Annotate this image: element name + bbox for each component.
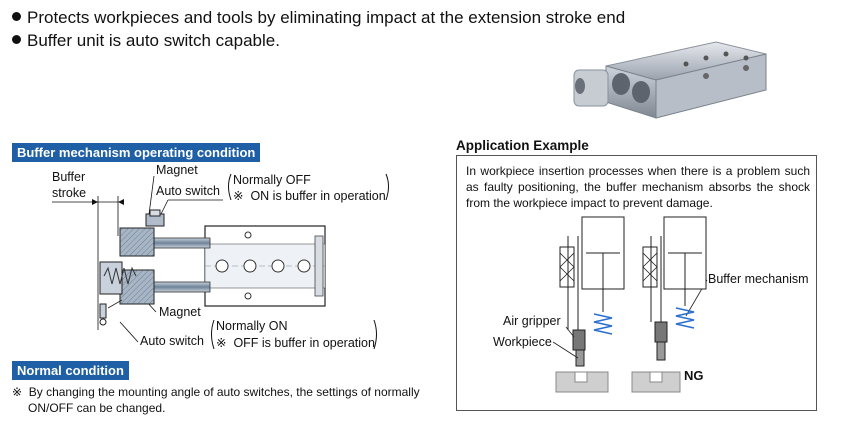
air-gripper-label: Air gripper: [503, 314, 561, 328]
mounting-note: ※ By changing the mounting angle of auto…: [12, 385, 420, 415]
off-buffer-label: ※ OFF is buffer in operation: [216, 336, 375, 350]
product-photo: [573, 41, 767, 119]
workpiece-label: Workpiece: [493, 335, 552, 349]
application-title: Application Example: [456, 138, 589, 153]
feature-bullets: Protects workpieces and tools by elimina…: [12, 6, 625, 52]
magnet-bottom-label: Magnet: [159, 305, 201, 319]
application-box: [456, 155, 817, 411]
buffer-stroke-label-line2: stroke: [52, 186, 87, 200]
buffer-mechanism-header: Buffer mechanism operating condition: [12, 143, 261, 162]
bullet-item: Buffer unit is auto switch capable.: [12, 29, 625, 52]
application-description: In workpiece insertion processes when th…: [466, 164, 810, 210]
on-buffer-label: ※ ON is buffer in operation: [233, 189, 386, 203]
auto-switch-bottom-label: Auto switch: [140, 334, 204, 348]
normally-on-label: Normally ON: [216, 319, 288, 333]
normally-off-label: Normally OFF: [233, 173, 311, 187]
ng-label: NG: [684, 368, 704, 383]
normal-condition-header: Normal condition: [12, 361, 129, 380]
magnet-top-label: Magnet: [156, 163, 198, 177]
buffer-stroke-label-line1: Buffer: [52, 170, 86, 184]
bullet-item: Protects workpieces and tools by elimina…: [12, 6, 625, 29]
auto-switch-top-label: Auto switch: [156, 184, 220, 198]
bullet-dot-icon: [12, 35, 21, 44]
bullet-dot-icon: [12, 12, 21, 21]
buffer-mechanism-label: Buffer mechanism: [708, 272, 809, 286]
